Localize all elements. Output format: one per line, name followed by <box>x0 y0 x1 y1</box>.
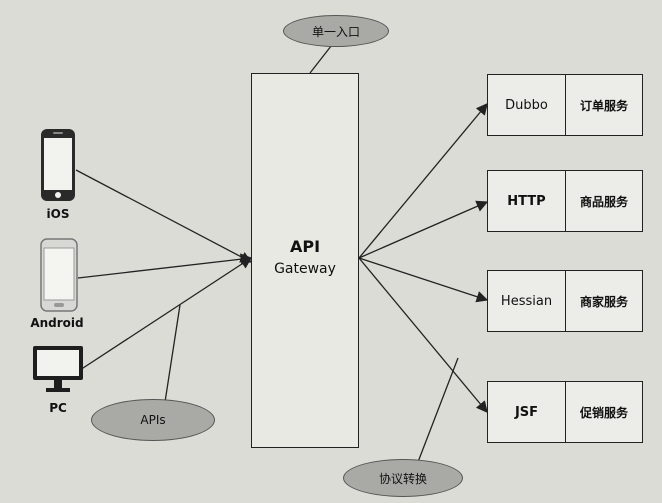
ios-label: iOS <box>46 207 70 221</box>
apis-label: APIs <box>140 413 166 427</box>
entry-label: 单一入口 <box>311 24 360 39</box>
service-box-jsf: JSF 促销服务 <box>487 381 643 443</box>
protocol-pointer-line <box>417 357 459 463</box>
pc-monitor-icon <box>32 345 84 399</box>
gateway-to-hessian-arrow <box>358 257 489 303</box>
ios-phone-icon <box>40 128 76 206</box>
gateway-to-jsf-arrow <box>358 257 488 413</box>
protocol-label: 协议转换 <box>378 471 427 486</box>
android-label: Android <box>30 316 84 330</box>
service-box-http: HTTP 商品服务 <box>487 170 643 232</box>
apis-ellipse: APIs <box>91 399 215 441</box>
service-protocol: Dubbo <box>488 75 566 135</box>
pc-label: PC <box>49 401 67 415</box>
service-name: 促销服务 <box>579 405 628 420</box>
service-protocol: JSF <box>488 382 566 442</box>
gateway-title: API <box>289 237 321 256</box>
ios-to-gateway-arrow <box>75 169 253 263</box>
api-gateway-box: API Gateway <box>251 73 359 448</box>
gateway-to-http-arrow <box>358 200 489 259</box>
service-protocol: Hessian <box>488 271 566 331</box>
protocol-ellipse: 协议转换 <box>343 459 463 497</box>
service-box-dubbo: Dubbo 订单服务 <box>487 74 643 136</box>
service-name: 商品服务 <box>579 194 628 209</box>
service-protocol: HTTP <box>488 171 566 231</box>
service-box-hessian: Hessian 商家服务 <box>487 270 643 332</box>
apis-pointer-line <box>164 304 181 403</box>
pc-to-gateway-arrow <box>79 257 253 371</box>
entry-ellipse: 单一入口 <box>283 15 389 47</box>
service-name: 订单服务 <box>579 98 628 113</box>
gateway-to-dubbo-arrow <box>358 103 488 259</box>
service-name: 商家服务 <box>579 294 628 309</box>
android-phone-icon <box>40 238 78 316</box>
gateway-subtitle: Gateway <box>274 261 336 277</box>
android-to-gateway-arrow <box>77 253 253 279</box>
